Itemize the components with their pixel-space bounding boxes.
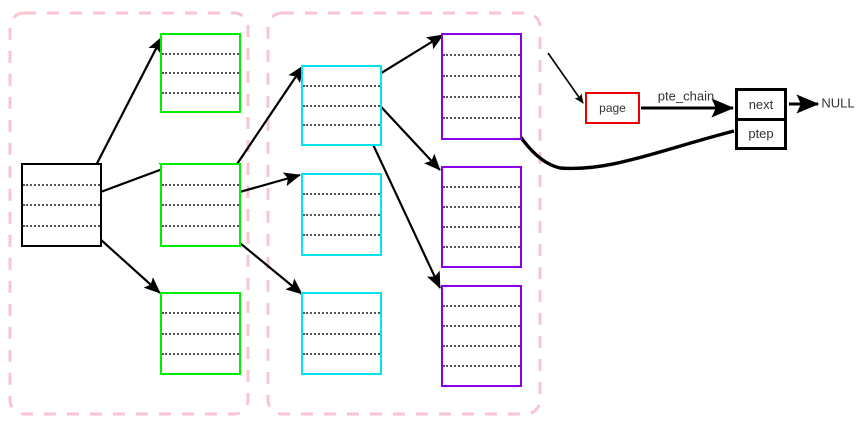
group-container-1 [8,11,250,416]
pte-box-3-row-2 [303,312,380,332]
pte-chain-box[interactable]: next ptep [735,88,787,150]
page-table-box-1-row-2 [443,54,520,75]
page-box[interactable]: page [585,92,640,124]
pte-box-2-row-2 [303,193,380,213]
pmd-box-1-row-3 [162,72,239,92]
arrow-pmd-to-pte-3 [228,233,303,295]
pte-box-2-row-4 [303,233,380,254]
pte-box-2-row-3 [303,213,380,234]
page-table-box-3-row-3 [443,325,520,345]
pte-chain-field-next[interactable]: next [738,91,784,118]
pte-box-1-row-4 [303,124,380,144]
pmd-box-1-row-4 [162,91,239,112]
pte-box-3-row-4 [303,352,380,373]
pte-chain-field-label: ptep [748,126,774,142]
pmd-box-1-row-2 [162,52,239,73]
pte-box-3[interactable] [301,292,382,375]
page-table-box-3-row-2 [443,305,520,325]
page-box-label: page [599,101,626,115]
page-table-box-1-row-5 [443,117,520,138]
pgd-box[interactable] [21,163,102,247]
pgd-box-row-1 [23,165,100,184]
page-table-box-3-row-4 [443,345,520,365]
arrow-pagetable-to-page [547,52,584,104]
page-table-box-2[interactable] [441,166,522,268]
page-table-box-1-row-1 [443,35,520,54]
pmd-box-2[interactable] [160,163,241,247]
null-label: NULL [821,95,855,111]
page-table-box-2-row-4 [443,226,520,246]
pmd-box-3-row-3 [162,332,239,353]
pte-box-2-row-1 [303,175,380,193]
pte-chain-field-ptep[interactable]: ptep [738,117,784,148]
pmd-box-3-row-4 [162,352,239,373]
pgd-box-row-2 [23,183,100,205]
group-containers [8,11,542,416]
pgd-box-row-4 [23,224,100,246]
pte-box-2[interactable] [301,173,382,256]
pte-box-3-row-3 [303,332,380,353]
pte-box-1[interactable] [301,65,382,146]
page-table-box-1-row-4 [443,96,520,117]
page-table-box-2-row-2 [443,186,520,206]
pmd-box-3-row-1 [162,294,239,312]
page-table-box-1-row-3 [443,75,520,96]
pmd-box-3-row-2 [162,312,239,332]
pte-chain-field-label: next [748,96,774,112]
pte-box-1-row-2 [303,84,380,105]
pmd-box-3[interactable] [160,292,241,375]
pte-box-3-row-1 [303,294,380,312]
pgd-box-row-3 [23,204,100,225]
arrow-pgd-to-pmd-1 [89,36,163,178]
page-table-box-3[interactable] [441,285,522,387]
pmd-box-1[interactable] [160,33,241,113]
pmd-box-2-row-2 [162,183,239,205]
page-table-box-1[interactable] [441,33,522,140]
arrow-pte-to-pagetable-1 [369,34,444,81]
pte-box-1-row-1 [303,67,380,85]
pmd-box-2-row-4 [162,224,239,246]
page-table-box-2-row-1 [443,168,520,186]
group-container-2 [266,11,542,416]
page-table-box-3-row-1 [443,287,520,305]
arrow-pmd-to-pte-1 [228,65,304,177]
pmd-box-2-row-1 [162,165,239,184]
page-table-box-2-row-5 [443,246,520,266]
pte-chain-label: pte_chain [657,88,715,104]
pmd-box-1-row-1 [162,35,239,53]
page-table-box-3-row-5 [443,365,520,385]
page-table-box-2-row-3 [443,206,520,226]
pmd-box-2-row-3 [162,204,239,225]
arrow-pte-to-pagetable-3 [369,137,441,289]
pte-box-1-row-3 [303,104,380,125]
